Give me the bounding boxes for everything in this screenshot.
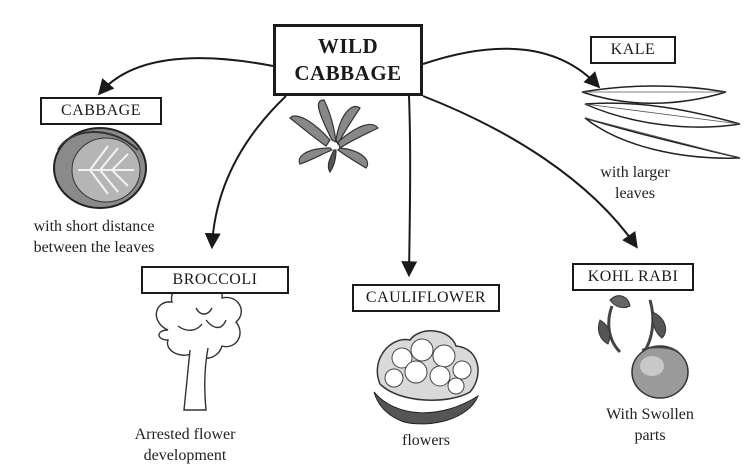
arrow-to-broccoli [204, 95, 287, 250]
cabbage-label-box: CABBAGE [40, 97, 162, 125]
kale-caption-line2: leaves [615, 185, 655, 202]
arrow-to-kohlrabi [422, 95, 638, 249]
kohl-rabi-caption-line2: parts [634, 427, 666, 444]
kohl-rabi-image [597, 295, 689, 399]
broccoli-caption-line2: development [143, 447, 227, 464]
wild-cabbage-title-line2: CABBAGE [294, 61, 402, 85]
arrow-to-cauliflower [401, 95, 418, 278]
cauliflower-caption-line1: flowers [402, 432, 450, 449]
cabbage-caption-line2: between the leaves [33, 239, 155, 256]
cabbage-caption-line1: with short distance [33, 218, 155, 235]
wild-cabbage-box: WILD CABBAGE [273, 24, 423, 96]
kale-caption: with larger leaves [580, 162, 690, 204]
cauliflower-image [373, 330, 480, 425]
kale-leaves-image [581, 85, 741, 159]
broccoli-image [155, 284, 242, 411]
cauliflower-label-box: CAULIFLOWER [352, 284, 500, 312]
wild-cabbage-title-line1: WILD [317, 34, 379, 58]
kale-label: KALE [610, 41, 656, 58]
kale-label-box: KALE [590, 36, 676, 64]
cabbage-head-image [53, 127, 147, 209]
cauliflower-caption: flowers [378, 430, 474, 451]
cabbage-caption: with short distance between the leaves [4, 216, 184, 258]
arrow-to-kale [422, 47, 601, 89]
kohl-rabi-caption-line1: With Swollen [606, 406, 694, 423]
arrow-to-cabbage [97, 57, 274, 96]
kohl-rabi-label: KOHL RABI [587, 268, 679, 285]
broccoli-caption-line1: Arrested flower [134, 426, 236, 443]
kale-caption-line1: with larger [600, 164, 670, 181]
cauliflower-label: CAULIFLOWER [365, 289, 487, 306]
wild-cabbage-plant-image [289, 99, 379, 174]
kohl-rabi-label-box: KOHL RABI [572, 263, 694, 291]
broccoli-label-box: BROCCOLI [141, 266, 289, 294]
kohl-rabi-caption: With Swollen parts [590, 404, 710, 446]
cabbage-label: CABBAGE [61, 102, 141, 119]
broccoli-label: BROCCOLI [172, 271, 258, 288]
broccoli-caption: Arrested flower development [110, 424, 260, 466]
